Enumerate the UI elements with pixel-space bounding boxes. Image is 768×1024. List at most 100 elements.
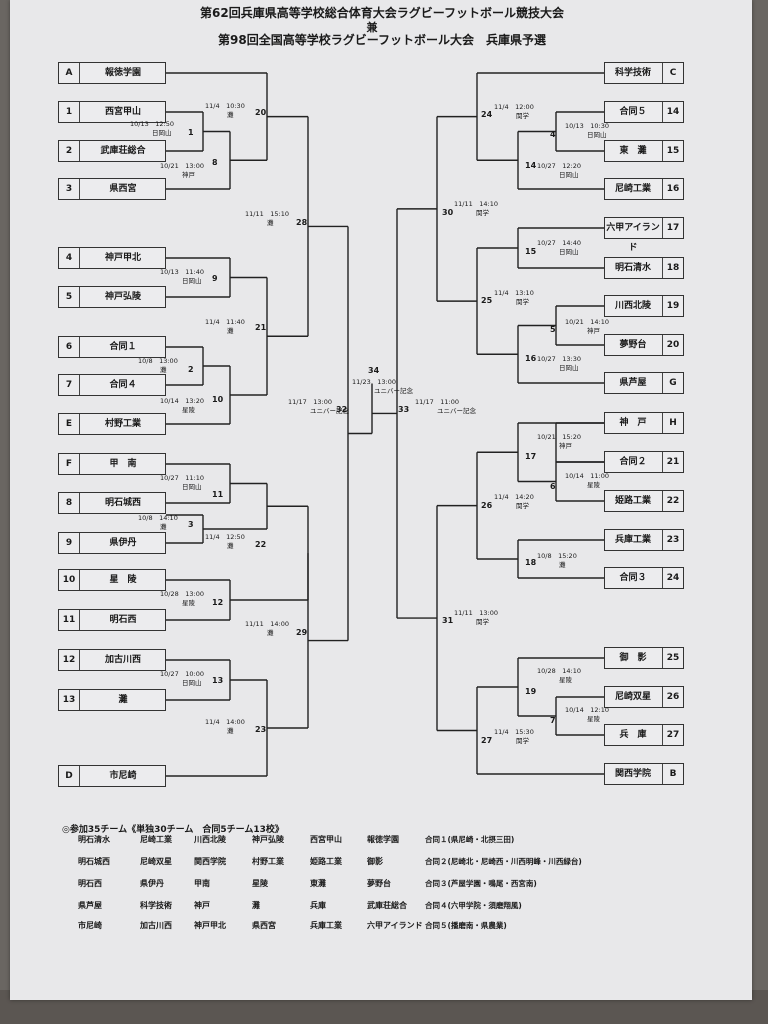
team-name: 県伊丹 — [109, 538, 137, 548]
team-seed: 9 — [59, 533, 80, 553]
participant-name: 県西宮 — [252, 921, 276, 930]
match-venue: 関学 — [476, 618, 489, 626]
team-seed: 5 — [59, 287, 80, 307]
match-venue: 灘 — [267, 629, 274, 637]
team-seed: 23 — [662, 530, 683, 550]
team-name: 報徳学園 — [104, 68, 141, 78]
match-date: 11/4 10:30 — [205, 102, 245, 110]
participant-name: 姫路工業 — [310, 857, 342, 866]
team-name: 県西宮 — [109, 184, 137, 194]
match-venue: 日岡山 — [559, 248, 579, 256]
match-number: 28 — [296, 218, 308, 227]
team-box: 21 合同２ — [604, 451, 684, 473]
match-date: 10/27 14:40 — [537, 239, 581, 247]
participant-name: 明石城西 — [78, 857, 110, 866]
participant-name: 東灘 — [310, 879, 326, 888]
match-venue: 日岡山 — [587, 131, 607, 139]
team-seed: 22 — [662, 491, 683, 511]
match-number: 18 — [525, 558, 537, 567]
match-date: 10/14 12:10 — [565, 706, 609, 714]
match-date: 11/17 13:00 — [288, 398, 332, 406]
match-date: 11/11 14:00 — [245, 620, 289, 628]
participant-name: 科学技術 — [140, 901, 172, 910]
team-seed: F — [59, 454, 80, 474]
team-name: 灘 — [118, 695, 128, 705]
team-seed: 13 — [59, 690, 80, 710]
participant-name: 神戸 — [194, 901, 210, 910]
match-date: 11/11 13:00 — [454, 609, 498, 617]
title-line-1: 第62回兵庫県高等学校総合体育大会ラグビーフットボール競技大会 — [200, 6, 564, 20]
match-number: 7 — [550, 716, 556, 725]
team-seed: 21 — [662, 452, 683, 472]
team-name: 村野工業 — [104, 419, 141, 429]
participant-name: 川西北陵 — [194, 835, 226, 844]
match-venue: ユニバー記念 — [310, 407, 349, 415]
team-name: 合同２ — [619, 457, 647, 467]
team-name: 尼崎双星 — [614, 692, 651, 702]
match-venue: 関学 — [516, 112, 529, 120]
match-number: 5 — [550, 325, 556, 334]
match-venue: 日岡山 — [559, 364, 579, 372]
match-date: 10/21 13:00 — [160, 162, 204, 170]
match-venue: 日岡山 — [182, 679, 202, 687]
match-number: 9 — [212, 274, 218, 283]
team-name: 明石城西 — [104, 498, 141, 508]
participant-name: 神戸甲北 — [194, 921, 226, 930]
match-date: 11/4 14:20 — [494, 493, 534, 501]
match-date: 11/4 13:10 — [494, 289, 534, 297]
team-seed: 15 — [662, 141, 683, 161]
match-venue: 関学 — [476, 209, 489, 217]
match-number: 19 — [525, 687, 537, 696]
match-venue: 星陵 — [182, 406, 195, 414]
match-venue: 星陵 — [587, 481, 600, 489]
match-date: 11/4 14:00 — [205, 718, 245, 726]
team-name: 尼崎工業 — [614, 184, 651, 194]
team-name: 関西学院 — [614, 769, 651, 779]
team-name: 兵庫工業 — [614, 535, 651, 545]
match-number: 22 — [255, 540, 267, 549]
match-venue: 灘 — [227, 727, 234, 735]
team-seed: 12 — [59, 650, 80, 670]
team-name: 神戸甲北 — [104, 253, 141, 263]
match-venue: 日岡山 — [559, 171, 579, 179]
match-venue: 神戸 — [587, 327, 600, 335]
match-date: 10/28 14:10 — [537, 667, 581, 675]
team-name: 兵 庫 — [619, 730, 647, 740]
match-venue: 日岡山 — [182, 483, 202, 491]
participant-name: 尼崎工業 — [140, 835, 172, 844]
match-venue: 灘 — [227, 542, 234, 550]
team-name: 西宮甲山 — [104, 107, 141, 117]
team-name: 六甲アイランド — [606, 223, 660, 253]
match-date: 11/4 12:00 — [494, 103, 534, 111]
match-venue: 関学 — [516, 737, 529, 745]
team-name: 合同１ — [109, 342, 137, 352]
match-number: 11 — [212, 490, 224, 499]
team-seed: G — [662, 373, 683, 393]
match-date: 11/4 11:40 — [205, 318, 245, 326]
match-date: 11/17 11:00 — [415, 398, 459, 406]
participant-name: 武庫荘総合 — [367, 901, 407, 910]
participant-name: 合同４(六甲学院・須磨翔風) — [425, 901, 522, 910]
